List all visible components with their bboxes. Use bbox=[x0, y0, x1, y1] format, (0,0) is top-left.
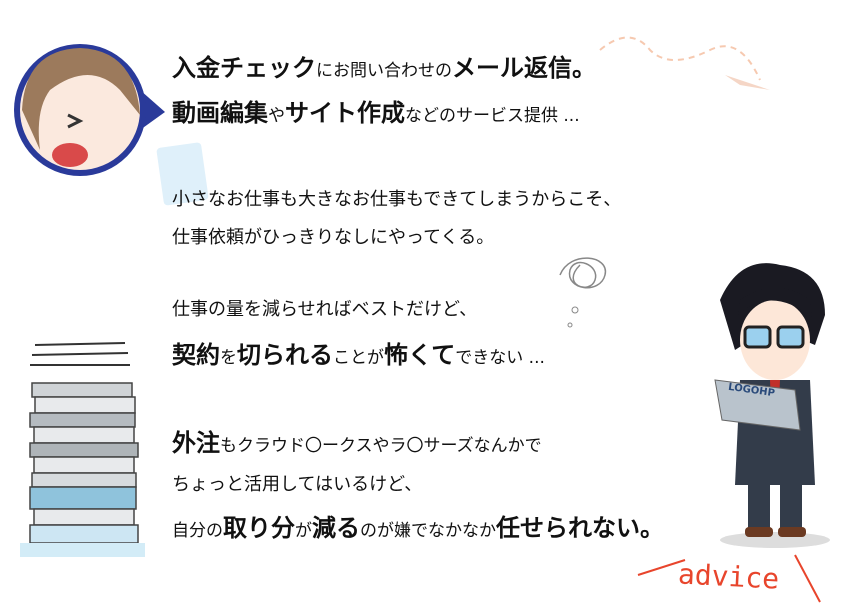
body-text: などのサービス提供 ... bbox=[405, 106, 580, 126]
body-text: もクラウド〇ークスやラ〇サーズなんかで bbox=[220, 436, 542, 456]
paper-plane-icon bbox=[599, 36, 770, 90]
text-line: ちょっと活用してはいるけど、 bbox=[172, 470, 422, 496]
businessman-character bbox=[714, 263, 830, 548]
body-text: 仕事依頼がひっきりなしにやってくる。 bbox=[172, 227, 495, 248]
text-line: 仕事依頼がひっきりなしにやってくる。 bbox=[172, 223, 494, 249]
emphasis-text: 取り分 bbox=[223, 514, 295, 542]
body-text: や bbox=[268, 106, 285, 126]
body-text: が bbox=[295, 521, 312, 541]
body-text: ちょっと活用してはいるけど、 bbox=[172, 474, 423, 495]
paper-stack-icon bbox=[20, 342, 145, 557]
emphasis-text: 任せられない。 bbox=[496, 514, 664, 542]
body-text: できない ... bbox=[455, 348, 545, 368]
body-text: 自分の bbox=[172, 521, 223, 541]
advice-label: advice bbox=[677, 557, 780, 596]
emphasis-text: 外注 bbox=[172, 429, 220, 457]
body-text: 小さなお仕事も大きなお仕事もできてしまうからこそ、 bbox=[172, 189, 622, 210]
scribble-icon bbox=[559, 257, 606, 328]
emphasis-text: 契約 bbox=[172, 341, 220, 369]
text-line: 外注もクラウド〇ークスやラ〇サーズなんかで bbox=[172, 423, 542, 458]
body-text: 仕事の量を減らせればベストだけど、 bbox=[172, 299, 478, 320]
body-text: のが嫌でなかなか bbox=[360, 521, 496, 541]
emphasis-text: 入金チェック bbox=[172, 54, 316, 82]
text-line: 入金チェックにお問い合わせのメール返信。 bbox=[172, 48, 596, 83]
speech-tail bbox=[140, 90, 165, 130]
advice-marks bbox=[637, 554, 821, 603]
text-line: 仕事の量を減らせればベストだけど、 bbox=[172, 295, 477, 321]
body-text: を bbox=[220, 348, 237, 368]
emphasis-text: メール返信。 bbox=[452, 54, 596, 82]
worried-avatar bbox=[14, 44, 165, 176]
emphasis-text: 怖くて bbox=[384, 341, 456, 369]
body-text: ことが bbox=[333, 348, 384, 368]
emphasis-text: 動画編集 bbox=[172, 99, 268, 127]
body-text: にお問い合わせの bbox=[316, 61, 452, 81]
emphasis-text: 切られる bbox=[237, 341, 333, 369]
text-line: 小さなお仕事も大きなお仕事もできてしまうからこそ、 bbox=[172, 185, 621, 211]
document-icon bbox=[156, 142, 209, 206]
emphasis-text: サイト作成 bbox=[285, 99, 405, 127]
text-line: 自分の取り分が減るのが嫌でなかなか任せられない。 bbox=[172, 508, 664, 543]
emphasis-text: 減る bbox=[312, 514, 360, 542]
text-line: 動画編集やサイト作成などのサービス提供 ... bbox=[172, 93, 580, 128]
text-line: 契約を切られることが怖くてできない ... bbox=[172, 335, 545, 370]
